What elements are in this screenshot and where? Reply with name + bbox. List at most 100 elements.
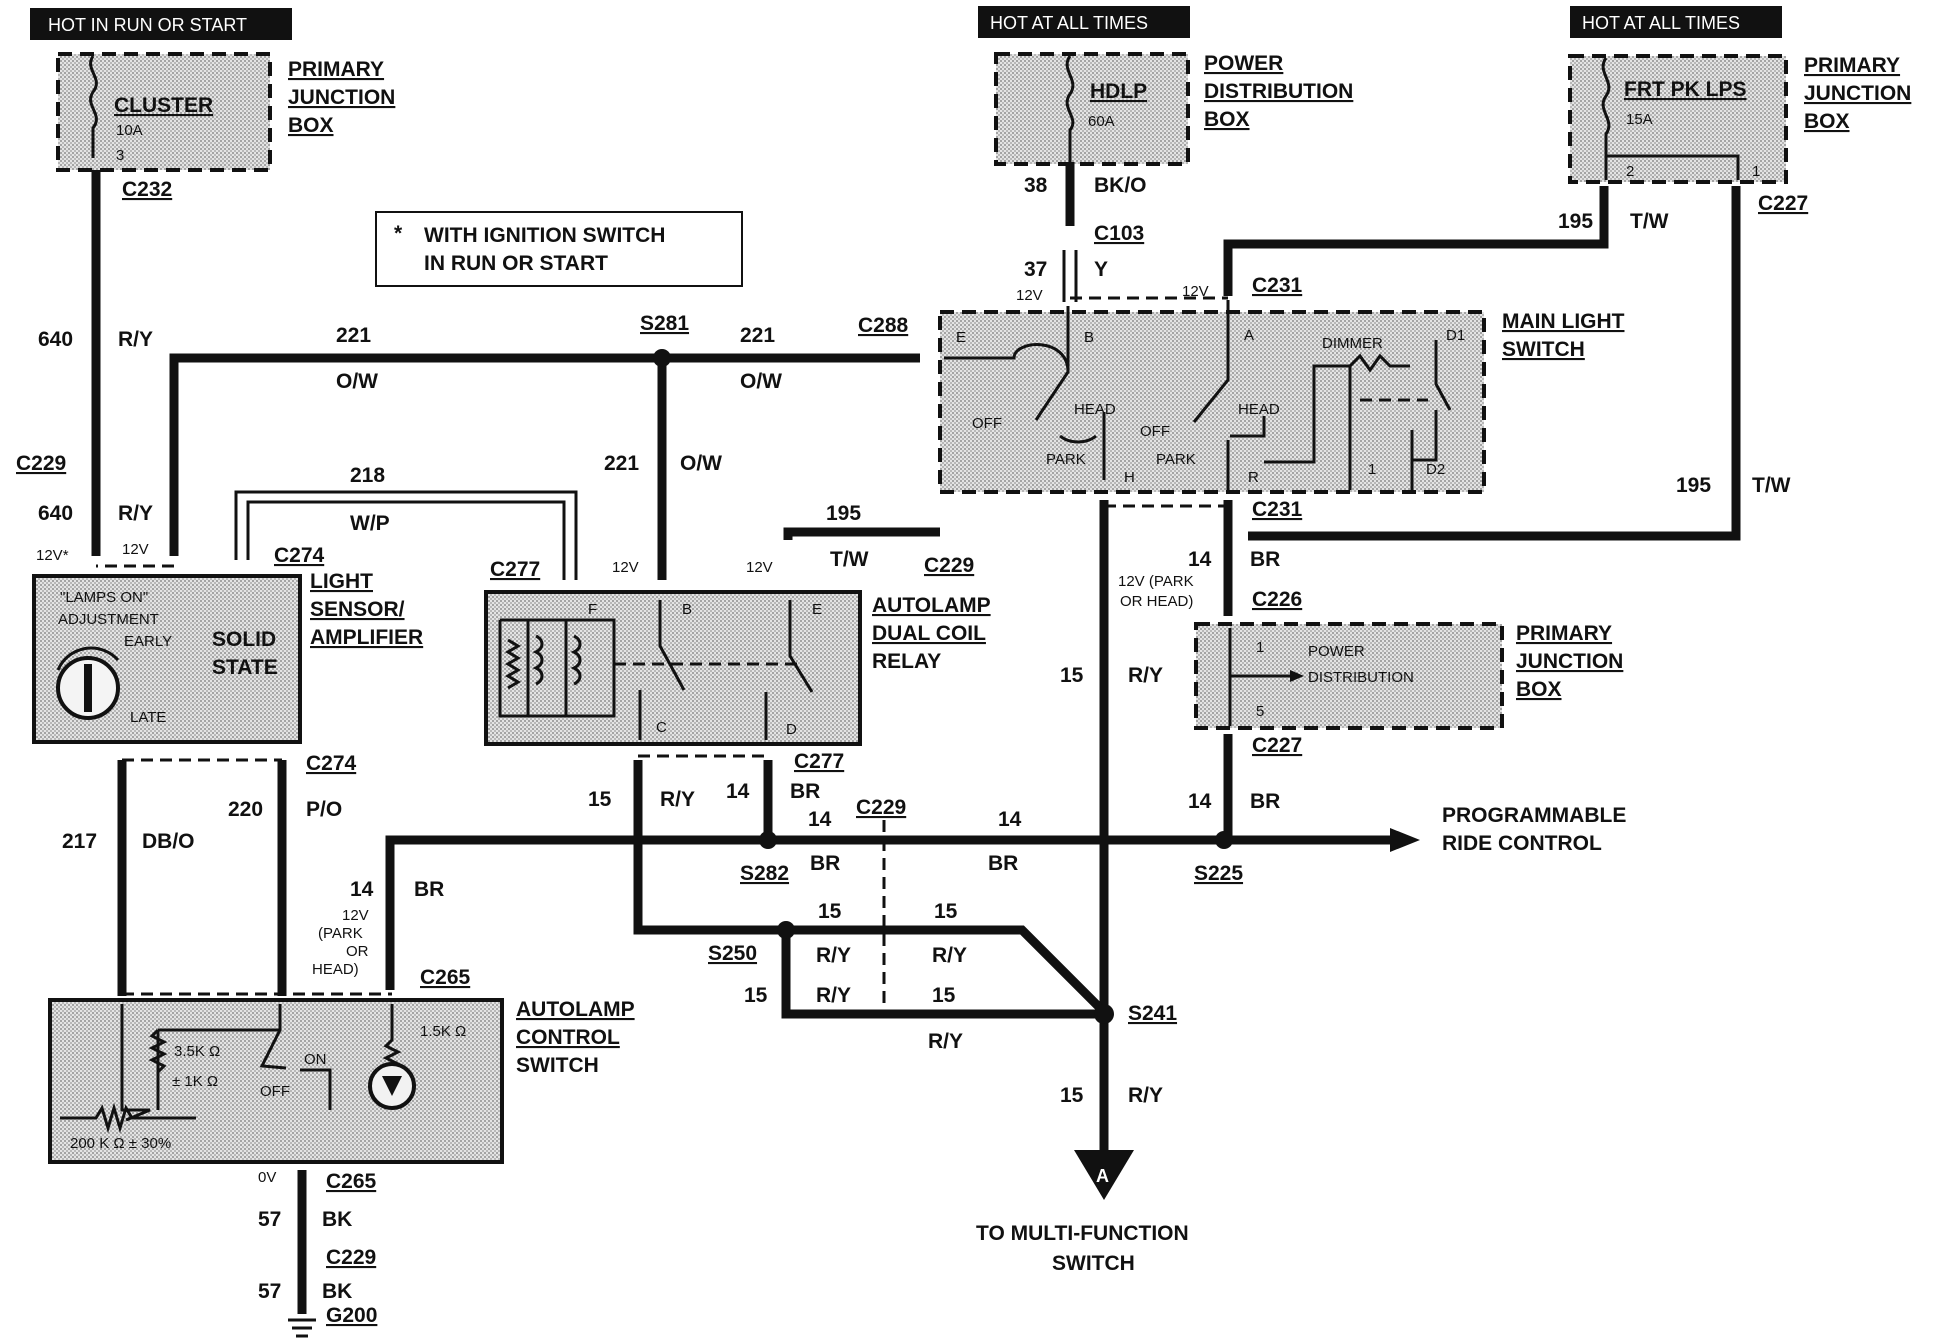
svg-text:DUAL COIL: DUAL COIL <box>872 622 986 645</box>
svg-text:12V: 12V <box>746 559 773 576</box>
svg-text:12V: 12V <box>342 907 369 924</box>
svg-text:37: 37 <box>1024 258 1047 281</box>
svg-text:BK/O: BK/O <box>1094 174 1147 197</box>
wire-217-220 <box>117 758 392 996</box>
svg-text:F: F <box>588 601 597 618</box>
svg-text:CONTROL: CONTROL <box>516 1026 620 1049</box>
svg-text:C229: C229 <box>856 796 906 819</box>
svg-text:C229: C229 <box>326 1246 376 1269</box>
light-sensor-amplifier: "LAMPS ON" ADJUSTMENT EARLY LATE SOLID S… <box>32 570 423 744</box>
svg-text:(PARK: (PARK <box>318 925 363 942</box>
svg-text:1: 1 <box>1752 163 1760 180</box>
svg-text:OR: OR <box>346 943 369 960</box>
svg-text:BR: BR <box>414 878 444 901</box>
wire-14 <box>385 500 1390 990</box>
svg-text:R/Y: R/Y <box>1128 1084 1163 1107</box>
prog-ride-arrow <box>1390 828 1420 852</box>
svg-text:BOX: BOX <box>1804 110 1850 133</box>
svg-text:T/W: T/W <box>1630 210 1669 233</box>
wire-38-37 <box>1062 162 1078 302</box>
svg-text:D: D <box>786 721 797 738</box>
svg-text:JUNCTION: JUNCTION <box>1516 650 1623 673</box>
svg-text:5: 5 <box>1256 703 1264 720</box>
svg-text:T/W: T/W <box>1752 474 1791 497</box>
svg-text:R: R <box>1248 469 1259 486</box>
svg-text:0V: 0V <box>258 1169 276 1186</box>
svg-text:CLUSTER: CLUSTER <box>114 94 213 117</box>
svg-text:BR: BR <box>1250 548 1280 571</box>
svg-text:IN RUN OR START: IN RUN OR START <box>424 252 608 275</box>
svg-text:DIMMER: DIMMER <box>1322 335 1383 352</box>
svg-text:C277: C277 <box>794 750 844 773</box>
svg-text:R/Y: R/Y <box>1128 664 1163 687</box>
svg-text:C226: C226 <box>1252 588 1302 611</box>
header-hot-run-start: HOT IN RUN OR START <box>30 8 292 40</box>
svg-text:200 K Ω ± 30%: 200 K Ω ± 30% <box>70 1135 171 1152</box>
svg-text:R/Y: R/Y <box>118 502 153 525</box>
svg-text:15: 15 <box>932 984 956 1007</box>
svg-text:C288: C288 <box>858 314 909 337</box>
svg-text:195: 195 <box>826 502 861 525</box>
svg-text:C265: C265 <box>326 1170 377 1193</box>
autolamp-control-switch: AUTOLAMP CONTROL SWITCH 3.5K Ω ± 1K Ω 1.… <box>48 998 635 1164</box>
svg-text:AMPLIFIER: AMPLIFIER <box>310 626 423 649</box>
svg-text:C274: C274 <box>306 752 357 775</box>
wire-labels: 640 R/Y 640 R/Y 221 O/W 221 O/W 221 O/W … <box>38 174 1791 1303</box>
svg-text:HEAD): HEAD) <box>312 961 359 978</box>
svg-text:C232: C232 <box>122 178 172 201</box>
wire-195 <box>783 186 1741 541</box>
svg-text:DISTRIBUTION: DISTRIBUTION <box>1308 669 1414 686</box>
svg-text:± 1K Ω: ± 1K Ω <box>172 1073 218 1090</box>
svg-text:P/O: P/O <box>306 798 342 821</box>
svg-text:PRIMARY: PRIMARY <box>1804 54 1900 77</box>
svg-text:B: B <box>682 601 692 618</box>
svg-text:S225: S225 <box>1194 862 1243 885</box>
shield-dashes <box>96 296 1228 1016</box>
svg-text:S250: S250 <box>708 942 757 965</box>
svg-text:E: E <box>956 329 966 346</box>
svg-text:217: 217 <box>62 830 97 853</box>
main-light-switch: MAIN LIGHT SWITCH E B A DIMMER D1 OFF HE… <box>938 300 1625 494</box>
svg-text:AUTOLAMP: AUTOLAMP <box>872 594 991 617</box>
svg-text:LIGHT: LIGHT <box>310 570 373 593</box>
svg-text:RIDE CONTROL: RIDE CONTROL <box>1442 832 1602 855</box>
svg-text:*: * <box>394 222 403 245</box>
svg-text:14: 14 <box>1188 548 1212 571</box>
svg-text:R/Y: R/Y <box>932 944 967 967</box>
destination-programmable-ride: PROGRAMMABLE RIDE CONTROL <box>1442 804 1626 855</box>
wire-57 <box>288 1170 316 1338</box>
svg-text:HOT IN RUN OR START: HOT IN RUN OR START <box>48 15 247 35</box>
svg-text:E: E <box>812 601 822 618</box>
voltage-labels: 12V* 12V 12V 12V 12V 12V 12V (PARK OR HE… <box>36 283 1209 1186</box>
svg-text:2: 2 <box>1626 163 1634 180</box>
svg-text:640: 640 <box>38 502 73 525</box>
svg-text:O/W: O/W <box>336 370 378 393</box>
svg-text:3.5K Ω: 3.5K Ω <box>174 1043 220 1060</box>
svg-text:57: 57 <box>258 1280 281 1303</box>
svg-text:218: 218 <box>350 464 385 487</box>
svg-text:195: 195 <box>1558 210 1593 233</box>
svg-text:JUNCTION: JUNCTION <box>1804 82 1911 105</box>
svg-text:10A: 10A <box>116 122 143 139</box>
svg-text:BR: BR <box>1250 790 1280 813</box>
svg-text:"LAMPS ON": "LAMPS ON" <box>60 589 148 606</box>
splice-points <box>653 349 1233 1024</box>
svg-text:C274: C274 <box>274 544 325 567</box>
svg-text:RELAY: RELAY <box>872 650 941 673</box>
svg-text:15: 15 <box>1060 664 1084 687</box>
junction-box-power-distribution: 1 5 POWER DISTRIBUTION PRIMARY JUNCTION … <box>1194 622 1623 730</box>
svg-text:221: 221 <box>336 324 371 347</box>
header-hot-all-times-1: HOT AT ALL TIMES <box>978 6 1190 38</box>
svg-text:R/Y: R/Y <box>816 944 851 967</box>
svg-text:G200: G200 <box>326 1304 377 1327</box>
svg-text:14: 14 <box>1188 790 1212 813</box>
svg-text:HOT AT ALL TIMES: HOT AT ALL TIMES <box>990 13 1148 33</box>
svg-text:PRIMARY: PRIMARY <box>1516 622 1612 645</box>
svg-text:POWER: POWER <box>1308 643 1365 660</box>
svg-text:POWER: POWER <box>1204 52 1283 75</box>
svg-text:S282: S282 <box>740 862 789 885</box>
svg-text:C: C <box>656 719 667 736</box>
svg-text:640: 640 <box>38 328 73 351</box>
ignition-note: * WITH IGNITION SWITCH IN RUN OR START <box>375 211 743 287</box>
